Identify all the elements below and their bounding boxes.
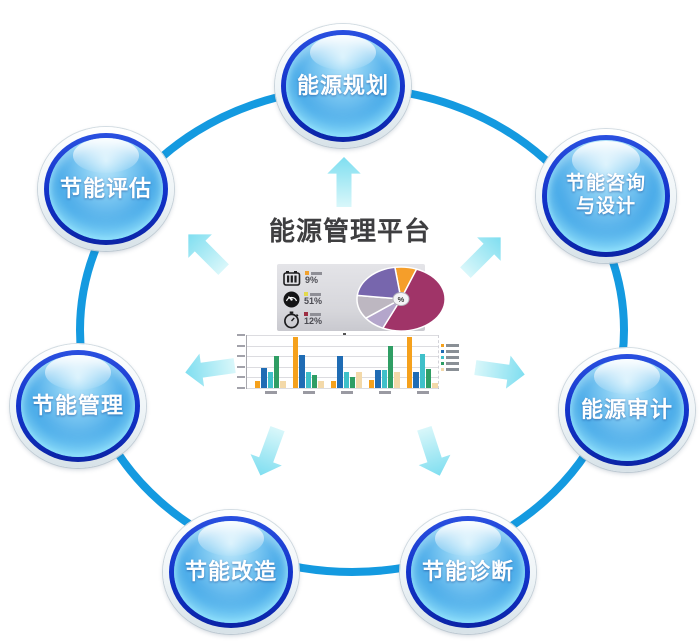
arrow-up-icon <box>327 157 361 207</box>
sphere-shine <box>435 521 501 556</box>
node-label: 节能评估 <box>59 175 152 201</box>
arrow-up-right-icon <box>453 225 512 284</box>
legend-swatch <box>304 312 308 316</box>
bar-series-blue <box>337 355 343 388</box>
sphere-shine <box>310 35 376 70</box>
plot-marker <box>342 333 346 336</box>
legend-microtext <box>311 271 322 275</box>
pie-slice <box>356 266 402 300</box>
bar-series-blue <box>413 372 419 388</box>
battery-icon <box>283 271 301 286</box>
arrow-down-left-icon <box>244 423 293 482</box>
bar-series-cream <box>318 381 324 388</box>
legend-microtext <box>310 312 321 316</box>
gauge-icon <box>283 291 300 308</box>
bar-series-orange <box>255 381 261 388</box>
sphere-shine <box>73 138 139 173</box>
bar-legend-row <box>441 344 459 347</box>
bar-series-blue <box>299 354 305 388</box>
bar-chart <box>234 332 464 398</box>
legend-percent: 51% <box>304 296 323 306</box>
bar-series-green <box>425 369 432 388</box>
bar-series-cyan <box>419 354 425 388</box>
stopwatch-icon <box>284 311 299 329</box>
node-energy-retrofit: 节能改造 <box>163 510 299 634</box>
bar-series-orange <box>293 337 299 388</box>
legend-percent: 9% <box>305 275 319 285</box>
panel-row: 12% <box>283 311 322 329</box>
node-energy-consulting-design: 节能咨询与设计 <box>536 129 676 263</box>
legend-swatch <box>305 271 309 275</box>
arrow-down-right-icon <box>408 423 456 481</box>
bar-plot <box>237 333 439 394</box>
node-energy-management: 节能管理 <box>10 344 146 468</box>
bar-series-cream <box>280 380 286 388</box>
arrow-up-left-icon <box>176 222 235 281</box>
pie-slice <box>382 268 446 332</box>
bar-series-orange <box>407 337 413 388</box>
sphere-shine <box>198 521 264 556</box>
legend-microtext <box>310 292 321 296</box>
pie-chart: % <box>356 266 446 332</box>
bar-series-cyan <box>343 372 349 388</box>
pie-hub-label: % <box>398 295 405 304</box>
bar-legend-row <box>441 350 459 353</box>
sphere-body <box>38 127 174 251</box>
bar-series-green <box>387 346 394 388</box>
sphere-body <box>536 129 676 263</box>
arrow-left-icon <box>183 349 237 390</box>
bar-series-green <box>349 376 356 388</box>
bar-legend-row <box>441 356 459 359</box>
node-energy-diagnosis: 节能诊断 <box>400 510 536 634</box>
bar-series-cream <box>432 382 438 388</box>
node-label: 节能管理 <box>31 392 124 418</box>
node-energy-planning: 能源规划 <box>275 24 411 148</box>
bar-series-cream <box>394 372 400 388</box>
legend-swatch <box>304 292 308 296</box>
node-label: 节能诊断 <box>421 558 514 584</box>
bar-series-orange <box>369 380 375 388</box>
node-energy-audit: 能源审计 <box>559 348 695 472</box>
sphere-body <box>275 24 411 148</box>
bar-legend-row <box>441 368 459 371</box>
node-label: 能源规划 <box>296 72 389 98</box>
pie-slices <box>356 266 446 332</box>
sphere-body <box>559 348 695 472</box>
bar-series-orange <box>331 381 337 388</box>
bar-series-cyan <box>305 372 311 388</box>
pie-hub: % <box>392 292 410 306</box>
bar-series-cyan <box>381 370 387 388</box>
page-title: 能源管理平台 <box>268 216 431 246</box>
node-label: 节能咨询与设计 <box>565 173 646 217</box>
panel-row: 9% <box>283 270 322 286</box>
bar-legend <box>441 344 459 371</box>
bar-series-green <box>273 355 280 388</box>
bar-series-green <box>311 374 318 388</box>
sphere-body <box>10 344 146 468</box>
bar-series-blue <box>261 368 267 388</box>
bar-series-cyan <box>267 372 273 388</box>
bar-series-blue <box>375 370 381 388</box>
panel-row: 51% <box>283 291 322 308</box>
legend-percent: 12% <box>304 316 323 326</box>
bar-series-cream <box>356 372 362 388</box>
node-energy-evaluation: 节能评估 <box>38 127 174 251</box>
bar-legend-row <box>441 362 459 365</box>
node-label: 节能改造 <box>184 558 277 584</box>
sphere-shine <box>45 355 111 390</box>
sphere-body <box>400 510 536 634</box>
arrow-right-icon <box>473 351 527 392</box>
sphere-body <box>163 510 299 634</box>
sphere-shine <box>572 141 640 179</box>
sphere-shine <box>594 359 660 394</box>
node-label: 能源审计 <box>580 396 673 422</box>
